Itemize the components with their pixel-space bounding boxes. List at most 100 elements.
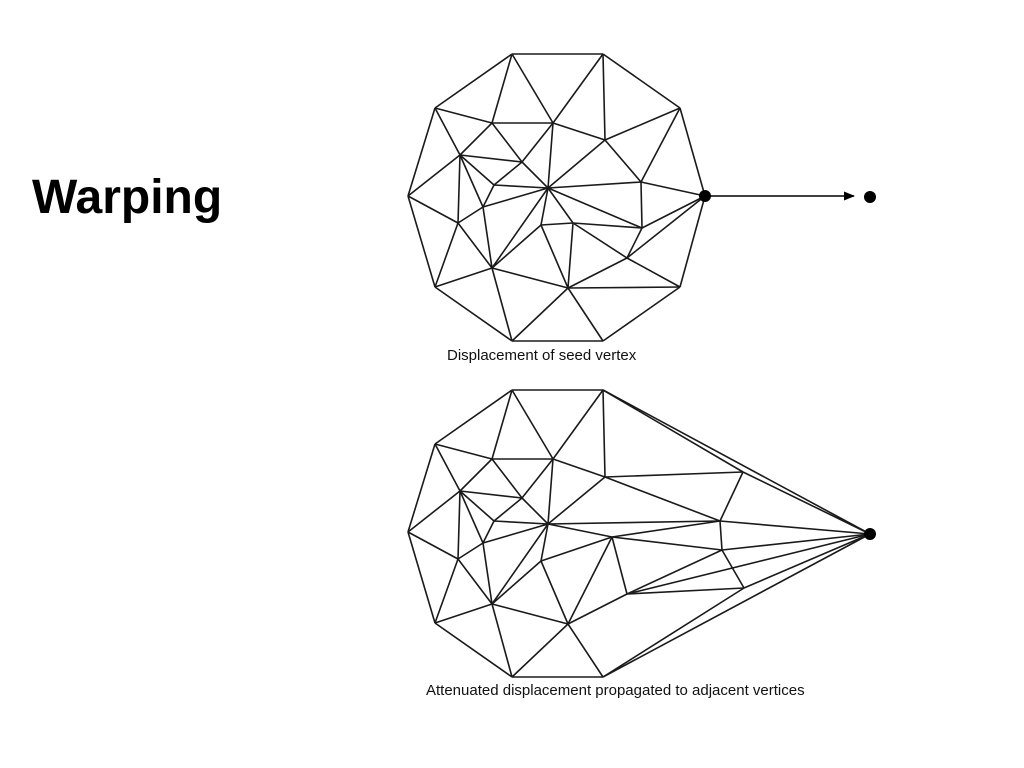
mesh-edge — [434, 443, 461, 492]
caption-attenuated-displacement: Attenuated displacement propagated to ad… — [426, 682, 805, 699]
mesh-edge — [511, 53, 554, 124]
mesh-edge — [457, 154, 461, 224]
mesh-edge — [567, 257, 628, 289]
mesh-edge — [626, 195, 706, 259]
mesh-edge — [482, 184, 495, 208]
mesh-edge — [567, 286, 681, 289]
mesh-edge — [547, 520, 721, 525]
mesh-edge — [552, 122, 606, 141]
mesh-edge — [743, 533, 871, 589]
mesh-edge — [434, 622, 513, 678]
mesh-edge — [641, 195, 706, 229]
mesh-edge — [491, 122, 523, 163]
mesh-edge — [611, 536, 723, 551]
mesh-edge — [482, 206, 493, 269]
mesh-edge — [626, 549, 723, 595]
mesh-edge — [602, 389, 744, 473]
mesh-edge — [457, 542, 484, 560]
mesh-edge — [567, 222, 574, 289]
mesh-edge — [640, 107, 681, 183]
mesh-edge — [493, 161, 523, 186]
mesh-edge — [491, 267, 513, 342]
mesh-edge — [626, 587, 745, 595]
mesh-edge — [491, 267, 569, 289]
mesh-edge — [482, 520, 495, 544]
mesh-edge — [459, 490, 484, 544]
seed-vertex — [699, 190, 711, 202]
mesh-edge — [407, 195, 436, 288]
mesh-edge — [604, 139, 642, 183]
mesh-edge — [611, 520, 721, 538]
mesh-edge — [547, 139, 606, 189]
mesh-edge — [459, 154, 523, 163]
mesh-edge — [552, 53, 604, 124]
mesh-edge — [493, 497, 523, 522]
mesh-edge — [742, 471, 871, 535]
mesh-edge — [626, 533, 871, 595]
mesh-edge — [434, 107, 493, 124]
mesh-edge — [434, 53, 513, 109]
mesh-edge — [572, 222, 643, 229]
mesh-edge — [540, 187, 549, 226]
mesh-edge — [567, 593, 628, 625]
mesh-edge — [572, 222, 628, 259]
mesh-edge — [604, 476, 721, 522]
mesh-edge — [491, 187, 549, 269]
mesh-edge — [482, 523, 549, 544]
mesh-edge — [602, 389, 871, 535]
mesh-edge — [491, 603, 513, 678]
mesh-edge — [567, 536, 613, 625]
slide-title: Warping — [32, 171, 223, 224]
mesh-edge — [640, 181, 706, 197]
mesh-edge — [521, 458, 554, 499]
mesh-edge — [521, 122, 554, 163]
mesh-edge — [459, 458, 493, 492]
mesh-edge — [459, 490, 523, 499]
mesh-edge — [407, 195, 459, 224]
mesh-original — [407, 53, 706, 342]
mesh-edge — [457, 490, 461, 560]
mesh-edge — [547, 187, 574, 224]
mesh-edge — [434, 222, 459, 288]
mesh-edge — [602, 286, 681, 342]
mesh-edge — [719, 520, 723, 551]
mesh-edge — [491, 458, 523, 499]
mesh-edge — [434, 558, 459, 624]
mesh-edge — [491, 53, 513, 124]
mesh-edge — [721, 533, 871, 551]
mesh-edge — [547, 181, 642, 189]
mesh-edge — [457, 558, 493, 605]
mesh-edge — [679, 107, 706, 197]
mesh-edge — [457, 206, 484, 224]
mesh-edge — [604, 107, 681, 141]
mesh-edge — [459, 154, 495, 186]
mesh-edge — [511, 287, 569, 342]
mesh-edge — [540, 523, 549, 562]
mesh-edge — [407, 154, 461, 197]
mesh-edge — [482, 542, 493, 605]
mesh-edge — [521, 161, 549, 189]
mesh-edge — [552, 458, 606, 478]
mesh-edge — [602, 53, 681, 109]
mesh-warped — [407, 389, 871, 678]
target-position — [864, 191, 876, 203]
mesh-edge — [547, 476, 606, 525]
mesh-edge — [407, 531, 436, 624]
mesh-edge — [721, 549, 745, 589]
mesh-edge — [611, 536, 628, 595]
mesh-edge — [493, 184, 549, 189]
displaced-seed-vertex — [864, 528, 876, 540]
mesh-edge — [434, 389, 513, 445]
mesh-edge — [552, 389, 604, 460]
mesh-edge — [491, 603, 569, 625]
mesh-edge — [493, 520, 549, 525]
mesh-edge — [540, 536, 613, 562]
mesh-edge — [511, 389, 554, 460]
mesh-edge — [511, 623, 569, 678]
mesh-edge — [604, 471, 744, 478]
mesh-edge — [457, 222, 493, 269]
mesh-edge — [434, 603, 493, 624]
mesh-edge — [434, 286, 513, 342]
mesh-edge — [602, 53, 606, 141]
mesh-edge — [491, 389, 513, 460]
